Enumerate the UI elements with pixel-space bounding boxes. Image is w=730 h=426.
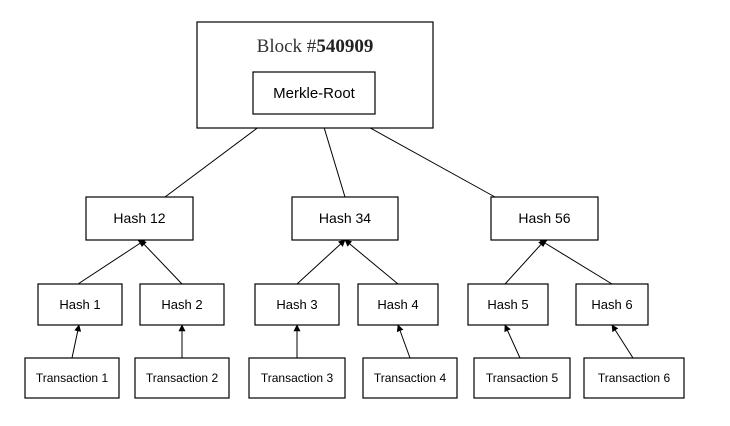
block-title-prefix: Block # [257,36,317,57]
hash-34-label: Hash 34 [319,210,371,226]
hash-12-label: Hash 12 [113,210,165,226]
hash-3-box [254,283,340,326]
hash-level-2: Hash 12 Hash 34 Hash 56 [85,196,599,241]
hash-2-label: Hash 2 [161,297,202,312]
hash-56-label: Hash 56 [518,210,570,226]
edge-hash3-to-hash34 [296,239,346,285]
hash-6-label: Hash 6 [591,297,632,312]
edge-tx1-to-hash1 [71,324,82,359]
transaction-1-label: Transaction 1 [36,371,109,385]
edge-hash1-to-hash12 [77,239,146,285]
edge-hash4-to-hash34 [344,239,399,285]
transaction-4-box [362,357,458,399]
hash-12-box [85,196,194,241]
merkle-root-box [252,71,376,115]
edges [71,113,634,359]
edge-hash6-to-hash56 [539,239,613,285]
transaction-2-box [134,357,230,399]
transaction-1-box [24,357,120,399]
transaction-3-label: Transaction 3 [261,371,334,385]
block-node: Block #540909 Merkle-Root [196,21,434,129]
hash-4-label: Hash 4 [377,297,418,312]
transaction-5-box [473,357,571,399]
edge-hash2-to-hash12 [139,239,183,285]
edge-tx5-to-hash5 [504,324,521,359]
transaction-2-label: Transaction 2 [146,371,219,385]
hash-3-label: Hash 3 [276,297,317,312]
transaction-6-label: Transaction 6 [598,371,671,385]
block-title: Block #540909 [257,36,374,57]
edge-hash5-to-hash56 [504,239,546,285]
hash-1-label: Hash 1 [59,297,100,312]
hash-56-box [490,196,599,241]
transaction-5-label: Transaction 5 [486,371,559,385]
transaction-3-box [248,357,346,399]
transactions-row: Transaction 1 Transaction 2 Transaction … [24,357,685,399]
edge-tx6-to-hash6 [611,324,634,359]
edge-tx4-to-hash4 [396,324,411,359]
transaction-4-label: Transaction 4 [374,371,447,385]
hash-5-box [467,283,549,326]
hash-6-box [575,283,649,326]
hash-5-label: Hash 5 [487,297,528,312]
hash-level-1: Hash 1 Hash 2 Hash 3 Hash 4 Hash 5 Hash … [37,283,649,326]
hash-34-box [291,196,399,241]
transaction-6-box [583,357,685,399]
hash-2-box [139,283,225,326]
merkle-root-label: Merkle-Root [273,85,356,102]
hash-1-box [37,283,123,326]
block-number: 540909 [316,36,373,57]
hash-4-box [357,283,439,326]
